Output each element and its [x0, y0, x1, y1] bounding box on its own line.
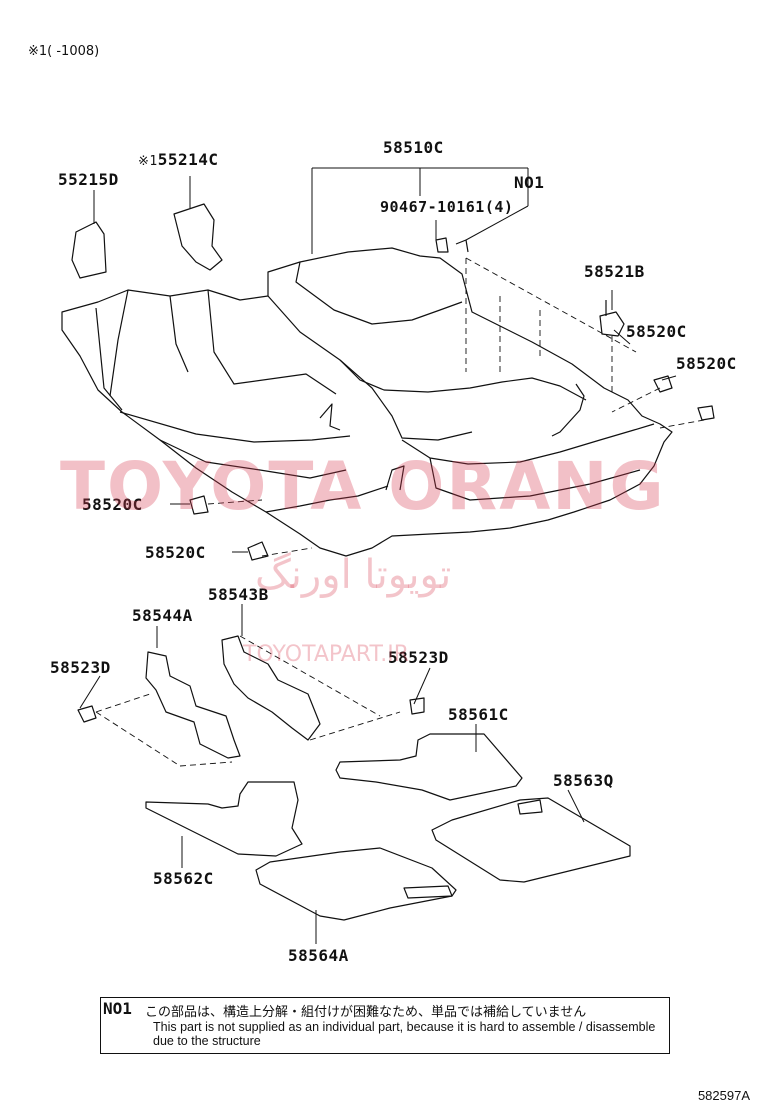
label-58520C-b: 58520C	[676, 354, 737, 373]
label-55214C-prefix: ※1	[138, 154, 158, 169]
label-58520C-d: 58520C	[145, 543, 206, 562]
label-55215D: 55215D	[58, 170, 119, 189]
label-58523D-a: 58523D	[50, 658, 111, 677]
label-58563Q: 58563Q	[553, 771, 614, 790]
watermark-latin: TOYOTA ORANG	[60, 448, 666, 525]
label-58544A: 58544A	[132, 606, 193, 625]
label-55214C: ※155214C	[138, 150, 219, 169]
label-58562C: 58562C	[153, 869, 214, 888]
label-90467-10161: 90467-10161(4)	[380, 198, 514, 216]
floor-mats	[145, 733, 631, 921]
label-58520C-a: 58520C	[626, 322, 687, 341]
leader-lines	[79, 167, 677, 944]
label-58523D-b: 58523D	[388, 648, 449, 667]
note-box: NO1 この部品は、構造上分解・組付けが困難なため、単品では補給していません T…	[100, 997, 670, 1054]
watermark-arabic: تویوتا اورنگ	[255, 552, 452, 598]
note-code: NO1	[103, 999, 132, 1018]
label-58561C: 58561C	[448, 705, 509, 724]
watermark-url: TOYOTAPART.IR	[243, 642, 410, 667]
label-58520C-c: 58520C	[82, 495, 143, 514]
label-58543B: 58543B	[208, 585, 269, 604]
header-note: ※1( -1008)	[28, 44, 100, 59]
label-58521B: 58521B	[584, 262, 645, 281]
silencer-pads	[77, 635, 425, 759]
floor-carpet-outline	[61, 203, 715, 561]
label-55214C-code: 55214C	[157, 150, 219, 169]
diagram-code: 582597A	[697, 1088, 750, 1103]
note-japanese: この部品は、構造上分解・組付けが困難なため、単品では補給していません	[145, 1005, 587, 1020]
label-NO1: NO1	[514, 173, 545, 192]
dashed-lines	[95, 257, 705, 767]
label-58510C: 58510C	[383, 138, 444, 157]
note-english: This part is not supplied as an individu…	[153, 1020, 656, 1048]
label-58564A: 58564A	[288, 946, 349, 965]
